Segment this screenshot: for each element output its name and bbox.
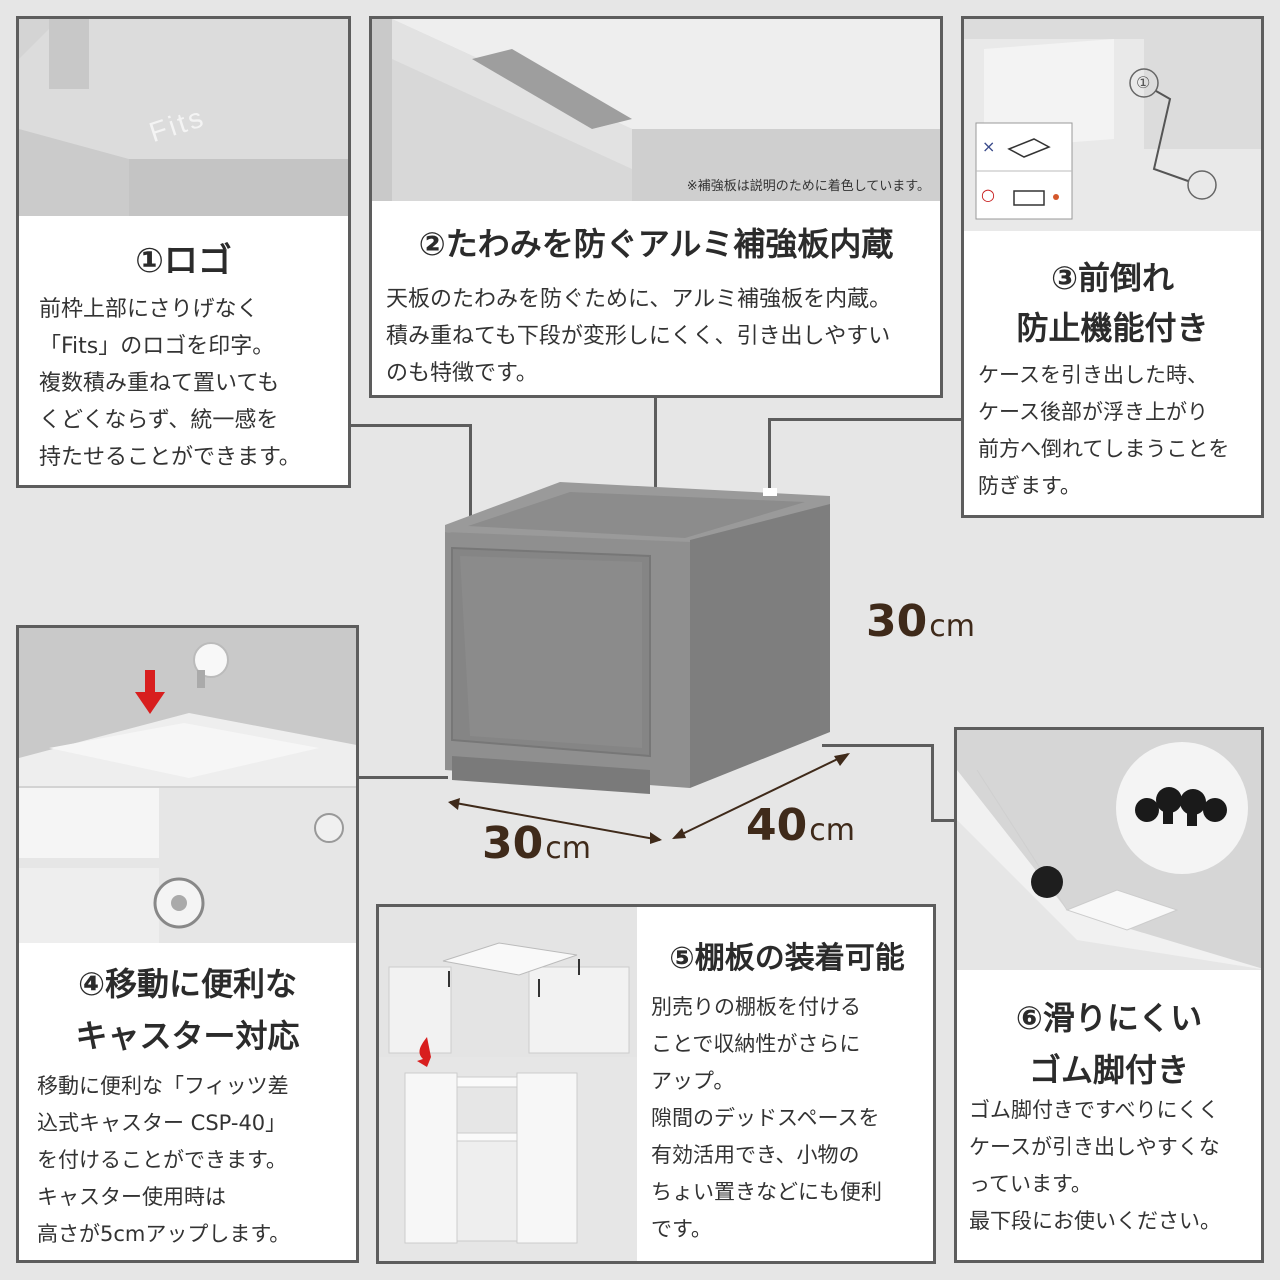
shelf-photo (379, 907, 637, 1261)
reinforcement-photo: ※補強板は説明のために着色しています。 (372, 19, 940, 201)
feature-panel-logo: Fits ①ロゴ 前枠上部にさりげなく 「Fits」のロゴを印字。 複数積み重ね… (16, 16, 351, 488)
dimension-height-value: 30 (866, 596, 928, 647)
connector-line (348, 424, 472, 427)
dimension-width: 30cm (482, 818, 591, 869)
logo-photo: Fits (19, 19, 348, 216)
feature-panel-anti-tip: × ○ ① ③前倒れ 防止機能付き ケースを引き出した時、 ケース後部が浮き上が… (961, 16, 1264, 518)
connector-line (654, 396, 657, 534)
dimension-height: 30cm (866, 596, 975, 647)
feature-panel-shelf: ⑤棚板の装着可能 別売りの棚板を付ける ことで収納性がさらに アップ。 隙間のデ… (376, 904, 936, 1264)
caster-photo (19, 628, 356, 943)
feature-title: ③前倒れ 防止機能付き (1016, 259, 1209, 347)
callout-number: ① (1136, 73, 1151, 92)
shelf-photo-illustration (379, 907, 637, 1261)
feature-description: 別売りの棚板を付ける ことで収納性がさらに アップ。 隙間のデッドスペースを 有… (651, 995, 882, 1241)
rubber-feet-photo-illustration (957, 730, 1261, 970)
product-illustration (445, 482, 850, 844)
caster-photo-illustration (19, 628, 356, 943)
feature-description: 天板のたわみを防ぐために、アルミ補強板を内蔵。 積み重ねても下段が変形しにくく、… (386, 287, 892, 386)
reinforcement-note: ※補強板は説明のために着色しています。 (686, 179, 930, 194)
feature-panel-rubber-feet: ⑥滑りにくい ゴム脚付き ゴム脚付きですべりにくく ケースが引き出しやすくな っ… (954, 727, 1264, 1263)
connector-line (768, 418, 771, 494)
feature-panel-caster: ④移動に便利な キャスター対応 移動に便利な「フィッツ差 込式キャスター CSP… (16, 625, 359, 1263)
cross-mark: × (982, 137, 996, 156)
circle-mark: ○ (981, 185, 995, 204)
anti-tip-photo-illustration (964, 19, 1261, 231)
down-arrow-icon (135, 670, 165, 714)
connector-line (931, 819, 961, 822)
dimension-width-unit: cm (545, 831, 591, 866)
feature-description: ケースを引き出した時、 ケース後部が浮き上がり 前方へ倒れてしまうことを 防ぎま… (978, 363, 1230, 498)
anti-tip-photo: × ○ ① (964, 19, 1261, 231)
feature-panel-reinforcement: ※補強板は説明のために着色しています。 ②たわみを防ぐアルミ補強板内蔵 天板のた… (369, 16, 943, 398)
feature-title: ①ロゴ (135, 241, 232, 281)
dimension-depth-unit: cm (809, 813, 855, 848)
connector-line (931, 744, 934, 822)
dimension-depth: 40cm (746, 800, 855, 851)
connector-line (358, 776, 448, 779)
feature-title: ②たわみを防ぐアルミ補強板内蔵 (418, 225, 894, 263)
reinforcement-photo-illustration (372, 19, 940, 201)
dimension-depth-value: 40 (746, 800, 808, 851)
connector-line (822, 744, 934, 747)
connector-line (768, 418, 964, 421)
feature-title: ④移動に便利な キャスター対応 (75, 965, 300, 1055)
feature-title: ⑥滑りにくい ゴム脚付き (1015, 999, 1203, 1089)
rubber-feet-photo (957, 730, 1261, 970)
logo-photo-illustration (19, 19, 348, 216)
feature-description: ゴム脚付きですべりにくく ケースが引き出しやすくな っています。 最下段にお使い… (969, 1098, 1221, 1233)
connector-line (469, 424, 472, 524)
feature-description: 移動に便利な「フィッツ差 込式キャスター CSP-40」 を付けることができます… (37, 1074, 291, 1246)
dimension-height-unit: cm (929, 609, 975, 644)
dimension-width-value: 30 (482, 818, 544, 869)
feature-title: ⑤棚板の装着可能 (669, 941, 905, 976)
feature-description: 前枠上部にさりげなく 「Fits」のロゴを印字。 複数積み重ねて置いても くどく… (39, 297, 301, 470)
